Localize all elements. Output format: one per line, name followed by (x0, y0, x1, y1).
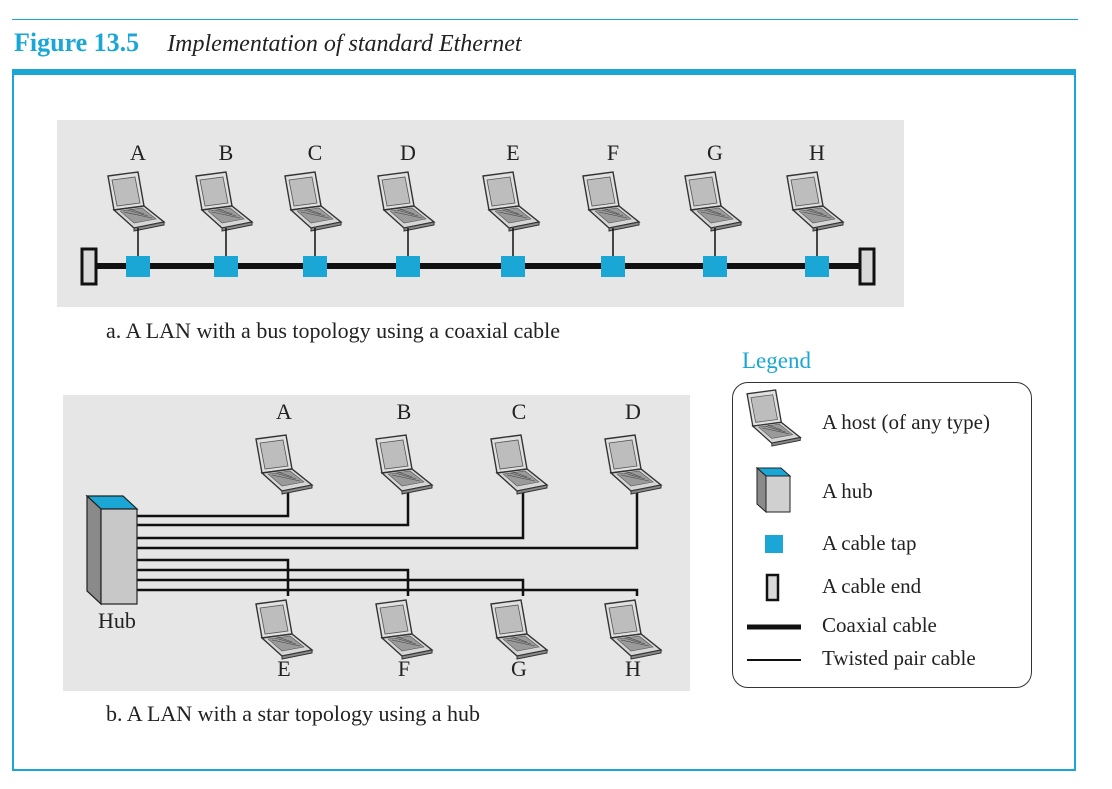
cable-tap-icon (396, 256, 420, 277)
legend-title: Legend (742, 348, 811, 373)
twisted-pair-cable (137, 568, 410, 596)
bus-host-label: A (130, 140, 146, 165)
legend-label-cable-end: A cable end (822, 574, 922, 598)
twisted-pair-cable (137, 490, 525, 540)
legend-box (732, 382, 1032, 688)
star-host-label: A (276, 399, 292, 424)
star-host-label: G (511, 656, 527, 681)
twisted-pair-cable (137, 490, 410, 527)
cable-end-right (858, 247, 876, 286)
bus-host-label: F (607, 140, 619, 165)
hub-icon (85, 494, 139, 606)
cable-tap-icon (805, 256, 829, 277)
cable-tap-icon (601, 256, 625, 277)
bus-panel (57, 120, 904, 307)
legend-hub-icon (755, 466, 792, 514)
top-rule (12, 19, 1078, 20)
cable-end-left (80, 247, 98, 286)
cable-tap-icon (303, 256, 327, 277)
bus-host-label: G (707, 140, 723, 165)
star-hosts: A B C D E F G H (255, 399, 662, 681)
star-host-label: F (398, 656, 410, 681)
star-cables (137, 490, 639, 596)
hub-label: Hub (98, 608, 136, 633)
legend-label-hub: A hub (822, 479, 873, 503)
cable-tap-icon (501, 256, 525, 277)
bus-host-label: D (400, 140, 416, 165)
bus-hosts: A B C D E F G H (107, 140, 844, 277)
legend-cable-end-icon (765, 573, 780, 602)
twisted-pair-cable (137, 490, 290, 518)
star-host-label: B (397, 399, 412, 424)
cable-tap-icon (126, 256, 150, 277)
bus-host-label: E (506, 140, 519, 165)
star-host-label: C (512, 399, 527, 424)
figure-title: Implementation of standard Ethernet (167, 31, 522, 57)
legend-label-twisted-pair: Twisted pair cable (822, 646, 976, 670)
star-host-label: D (625, 399, 641, 424)
twisted-pair-cable (137, 588, 639, 596)
bus-caption: a. A LAN with a bus topology using a coa… (106, 318, 560, 343)
bus-host-label: H (809, 140, 825, 165)
twisted-pair-cable (137, 558, 290, 596)
cable-tap-icon (214, 256, 238, 277)
star-caption: b. A LAN with a star topology using a hu… (106, 701, 480, 726)
legend-label-host: A host (of any type) (822, 410, 990, 434)
figure-frame (12, 69, 1076, 771)
figure-number: Figure 13.5 (14, 28, 140, 57)
legend-cable-tap-icon (765, 535, 783, 553)
legend-label-coaxial: Coaxial cable (822, 613, 937, 637)
twisted-pair-cable (137, 490, 639, 550)
cable-tap-icon (703, 256, 727, 277)
star-host-label: E (277, 656, 290, 681)
bus-host-label: C (308, 140, 323, 165)
star-host-label: H (625, 656, 641, 681)
legend-label-cable-tap: A cable tap (822, 531, 917, 555)
figure-header: Figure 13.5 Implementation of standard E… (14, 28, 522, 62)
bus-host-label: B (219, 140, 234, 165)
